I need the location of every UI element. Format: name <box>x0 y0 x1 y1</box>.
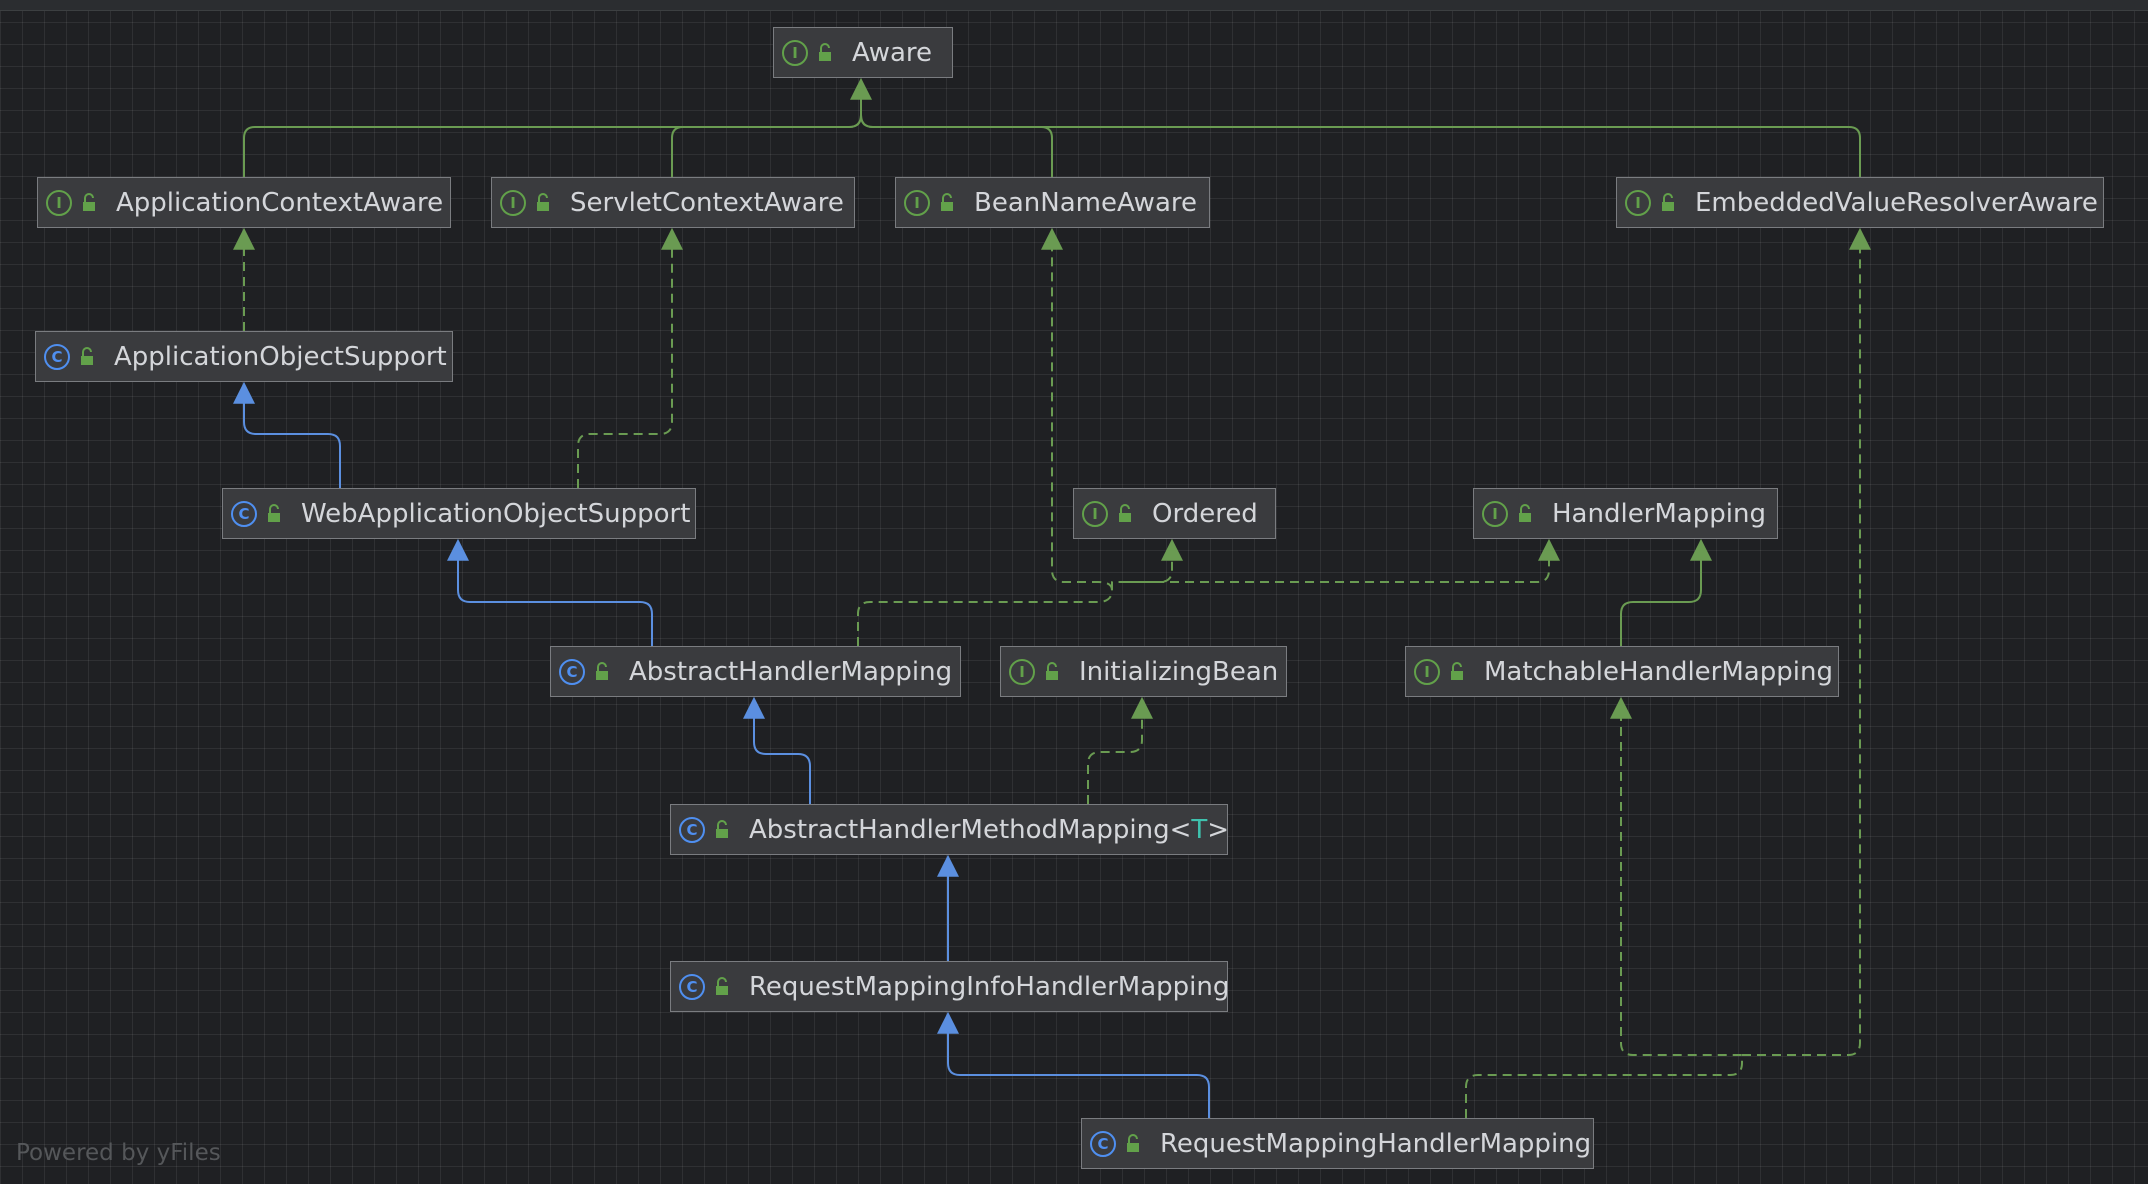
edge-abstracthmm-abstracthm <box>743 696 811 804</box>
node-application-context-aware[interactable]: I ApplicationContextAware <box>37 177 451 228</box>
public-lock-icon <box>596 661 608 680</box>
edge-matchablehm-handlermapping <box>1620 538 1712 646</box>
class-icon: C <box>559 658 585 685</box>
class-icon: C <box>231 500 257 527</box>
node-initializing-bean[interactable]: I InitializingBean <box>1000 646 1287 697</box>
edge-webappobjsupport-servletctxaware <box>577 227 683 488</box>
node-label: AbstractHandlerMapping <box>629 656 953 687</box>
node-bean-name-aware[interactable]: I BeanNameAware <box>895 177 1210 228</box>
public-lock-icon <box>83 192 95 211</box>
class-icon: C <box>679 973 705 1000</box>
interface-icon: I <box>1414 658 1440 685</box>
node-label: BeanNameAware <box>974 187 1197 218</box>
node-embedded-value-resolver-aware[interactable]: I EmbeddedValueResolverAware <box>1616 177 2104 228</box>
edge-abstracthm-beannameaware <box>1041 227 1113 591</box>
class-icon: C <box>1090 1130 1116 1157</box>
interface-icon: I <box>1009 658 1035 685</box>
node-web-application-object-support[interactable]: C WebApplicationObjectSupport <box>222 488 696 539</box>
type-param-close: > <box>1207 814 1230 845</box>
edge-servletctxaware-aware <box>671 80 862 177</box>
node-label: ApplicationContextAware <box>116 187 444 218</box>
edge-embvalueaware-aware <box>860 80 1861 177</box>
edge-beannameaware-aware <box>860 80 1053 177</box>
node-request-mapping-handler-mapping[interactable]: C RequestMappingHandlerMapping <box>1081 1118 1594 1169</box>
node-matchable-handler-mapping[interactable]: I MatchableHandlerMapping <box>1405 646 1839 697</box>
node-label: ServletContextAware <box>570 187 844 218</box>
node-label: Ordered <box>1152 498 1258 529</box>
node-label: Aware <box>852 37 933 68</box>
node-label: ApplicationObjectSupport <box>114 341 447 372</box>
edge-rmhm-rmihm <box>937 1011 1210 1118</box>
interface-icon: I <box>782 39 808 66</box>
edge-abstracthm-ordered <box>857 538 1183 646</box>
node-request-mapping-info-handler-mapping[interactable]: C RequestMappingInfoHandlerMapping <box>670 961 1230 1012</box>
edge-abstracthm-webappobjsupport <box>447 538 653 646</box>
class-icon: C <box>44 343 70 370</box>
node-abstract-handler-method-mapping[interactable]: C AbstractHandlerMethodMapping<T> <box>670 804 1229 855</box>
public-lock-icon <box>716 819 728 838</box>
interface-icon: I <box>500 189 526 216</box>
edge-abstracthmm-initializingbean <box>1087 696 1153 804</box>
node-ordered[interactable]: I Ordered <box>1073 488 1276 539</box>
node-label: EmbeddedValueResolverAware <box>1695 187 2098 218</box>
public-lock-icon <box>1127 1133 1139 1152</box>
node-label: HandlerMapping <box>1552 498 1766 529</box>
edge-webappobjsupport-appobjsupport <box>233 381 341 488</box>
public-lock-icon <box>819 42 831 61</box>
node-label: MatchableHandlerMapping <box>1484 656 1833 687</box>
edge-rmhm-matchablehm <box>1465 696 1743 1118</box>
edge-appctxaware-aware <box>243 77 872 177</box>
public-lock-icon <box>716 976 728 995</box>
interface-icon: I <box>46 189 72 216</box>
node-label: RequestMappingInfoHandlerMapping <box>749 971 1230 1002</box>
public-lock-icon <box>537 192 549 211</box>
powered-by-watermark: Powered by yFiles <box>16 1140 221 1166</box>
edge-rmhm-embvalueaware <box>1742 227 1871 1056</box>
node-handler-mapping[interactable]: I HandlerMapping <box>1473 488 1778 539</box>
interface-icon: I <box>904 189 930 216</box>
public-lock-icon <box>941 192 953 211</box>
interface-icon: I <box>1625 189 1651 216</box>
public-lock-icon <box>1662 192 1674 211</box>
node-servlet-context-aware[interactable]: I ServletContextAware <box>491 177 855 228</box>
type-param-open: < <box>1169 814 1192 845</box>
public-lock-icon <box>81 346 93 365</box>
public-lock-icon <box>268 503 280 522</box>
node-label: WebApplicationObjectSupport <box>301 498 691 529</box>
edge-abstracthm-handlermapping <box>1125 538 1560 583</box>
public-lock-icon <box>1046 661 1058 680</box>
node-label-name: AbstractHandlerMethodMapping <box>749 814 1170 845</box>
public-lock-icon <box>1119 503 1131 522</box>
class-icon: C <box>679 816 705 843</box>
window-top-bar <box>0 0 2148 11</box>
node-label: AbstractHandlerMethodMapping<T> <box>749 815 1229 845</box>
public-lock-icon <box>1451 661 1463 680</box>
type-parameter: T <box>1191 814 1208 845</box>
node-application-object-support[interactable]: C ApplicationObjectSupport <box>35 331 453 382</box>
node-label: RequestMappingHandlerMapping <box>1160 1128 1592 1159</box>
public-lock-icon <box>1519 503 1531 522</box>
node-label: InitializingBean <box>1079 656 1279 687</box>
node-abstract-handler-mapping[interactable]: C AbstractHandlerMapping <box>550 646 961 697</box>
node-aware[interactable]: I Aware <box>773 27 953 78</box>
interface-icon: I <box>1082 500 1108 527</box>
interface-icon: I <box>1482 500 1508 527</box>
